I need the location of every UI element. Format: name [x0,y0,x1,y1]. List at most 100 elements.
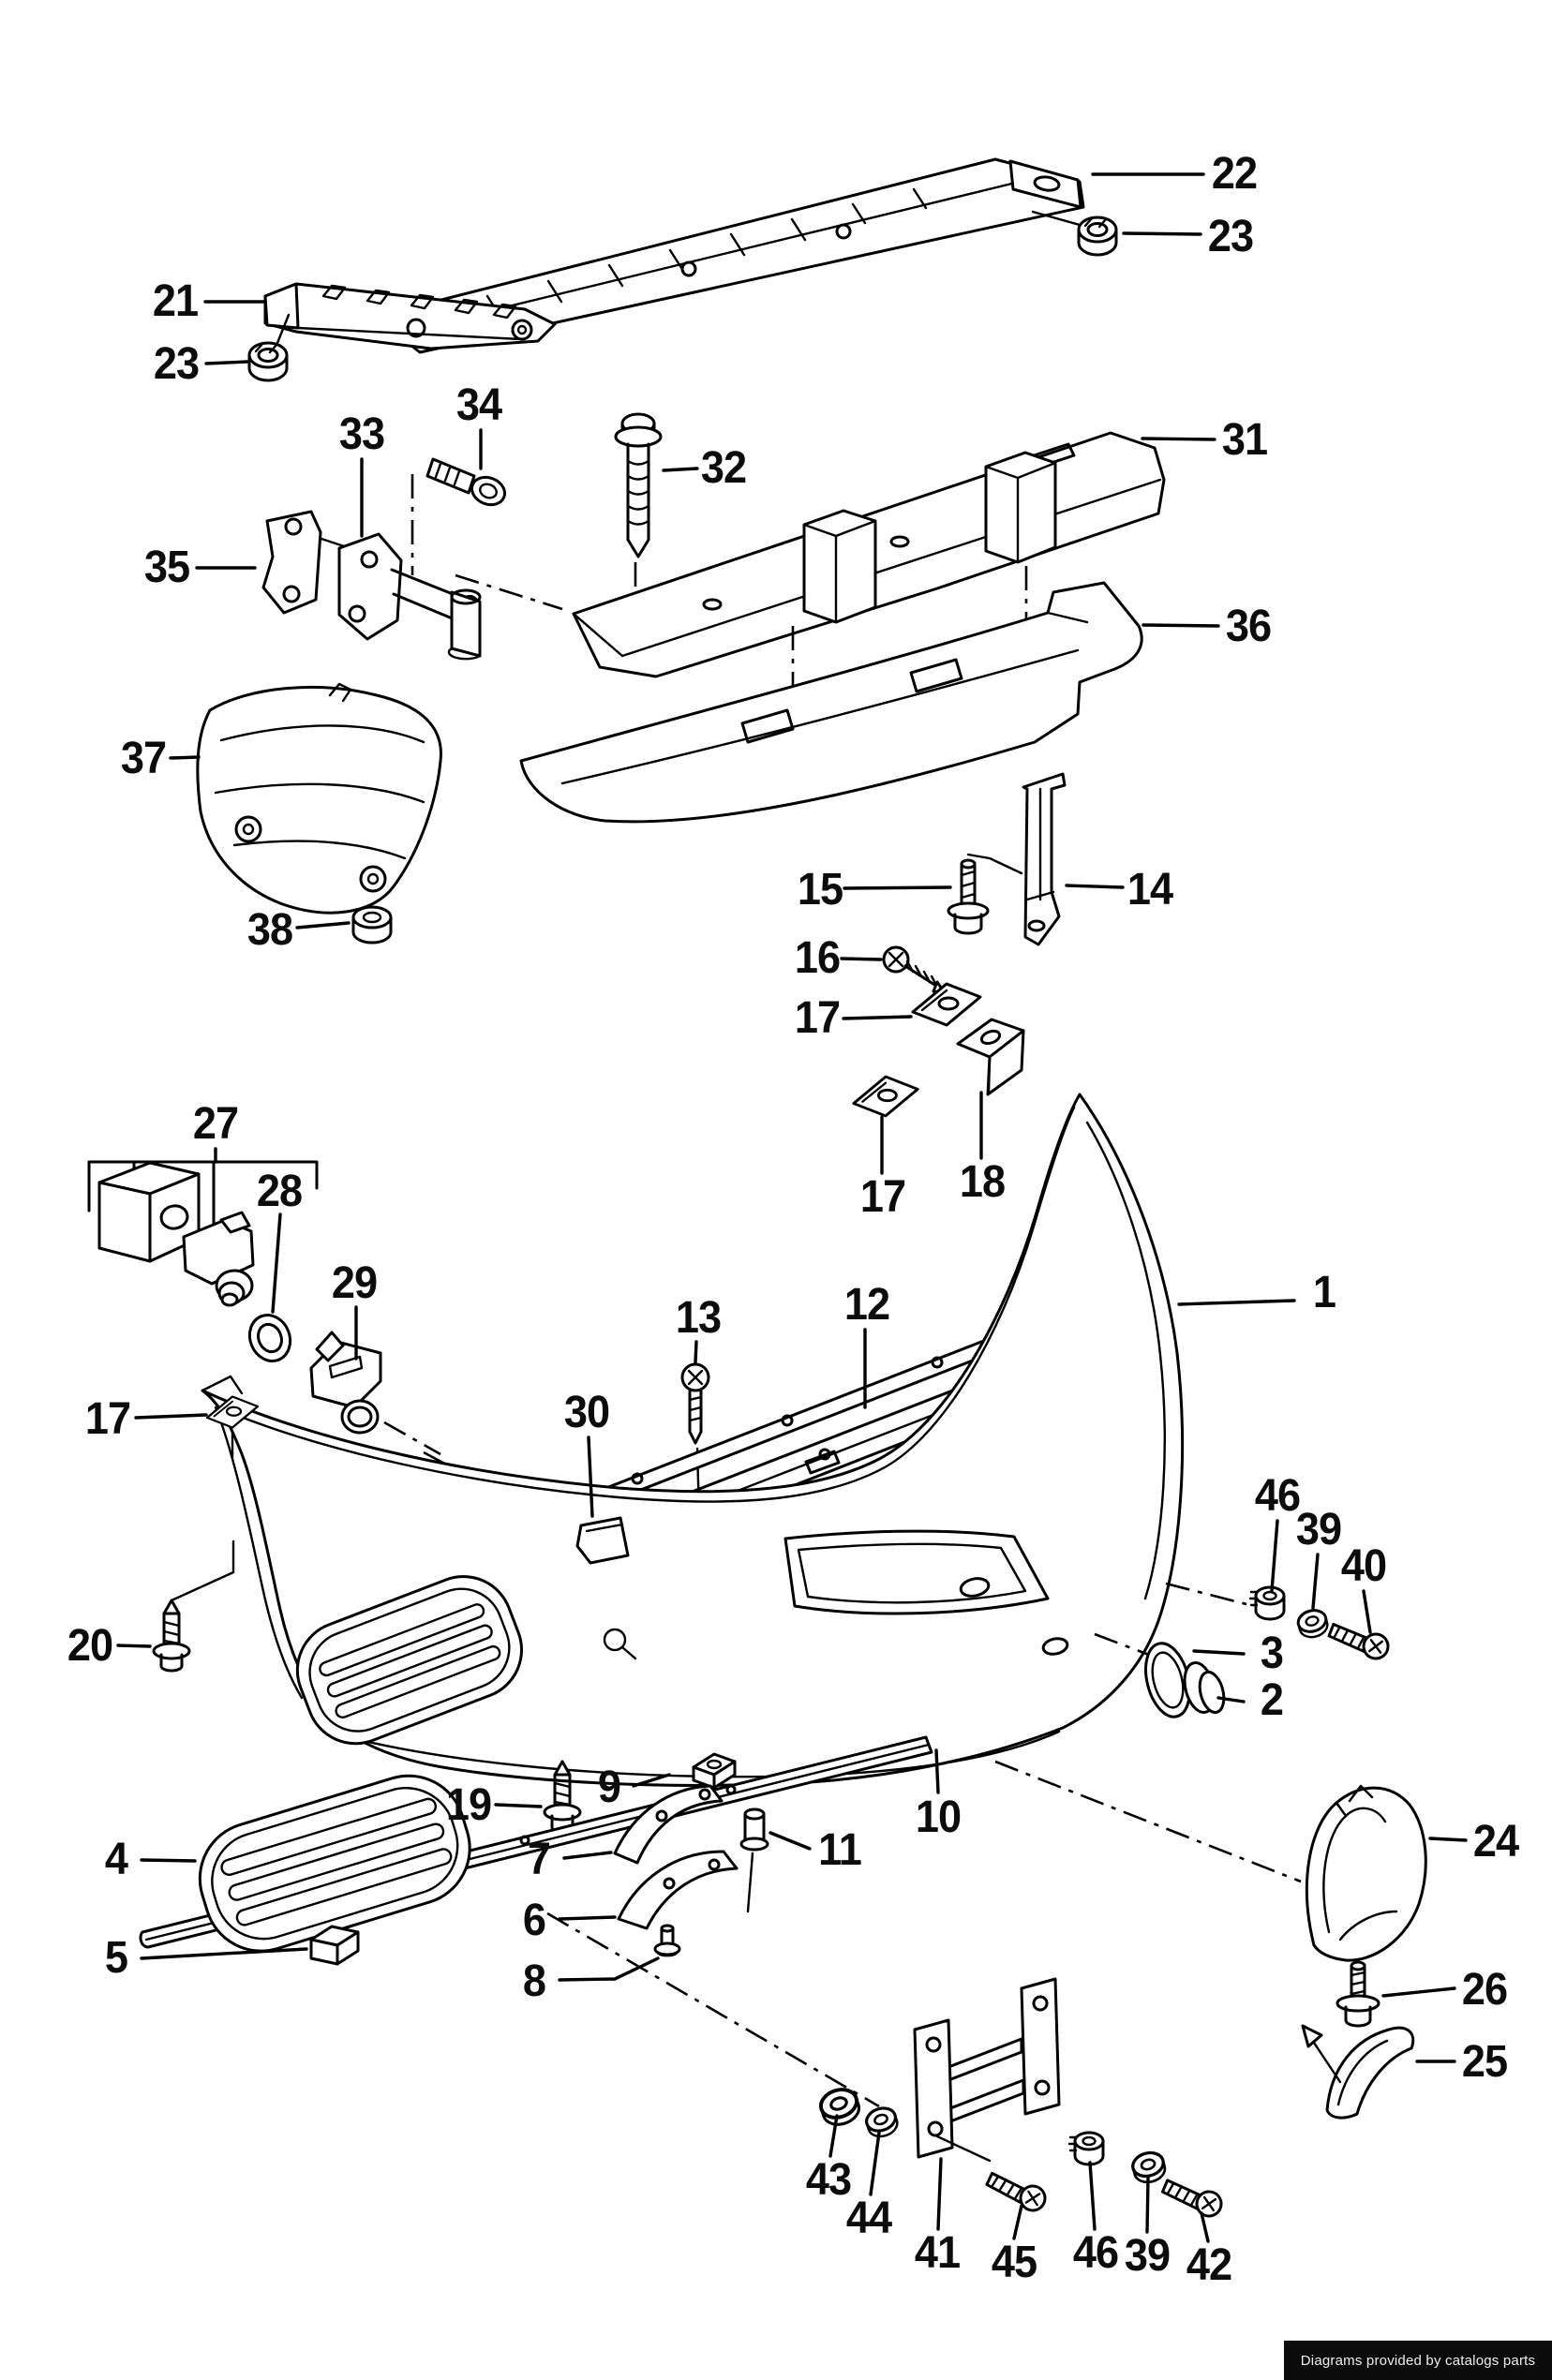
callout-18: 18 [959,1157,1006,1207]
callout-13: 13 [675,1293,722,1343]
alignment-line-41 [546,1911,880,2108]
leader-line-19 [494,1803,543,1808]
attribution-text: Diagrams provided by catalogs parts [1300,2352,1536,2369]
leader-line-38 [295,921,351,930]
leader-line-39 [1145,2176,1150,2234]
callout-46: 46 [1072,2228,1119,2278]
nut-46-upper [1248,1585,1286,1621]
leader-line-32 [662,467,699,472]
leader-line-17 [134,1413,208,1420]
leader-line-17 [842,1015,913,1020]
callout-2: 2 [1260,1675,1284,1725]
callout-41: 41 [914,2228,961,2278]
callout-39: 39 [1295,1505,1342,1554]
alignment-line-24 [994,1760,1302,1883]
callout-10: 10 [915,1792,962,1842]
leader-line-44 [869,2131,881,2196]
callout-8: 8 [522,1956,546,2006]
callout-30: 30 [563,1388,610,1437]
part-reinforcement-bar-31 [572,431,1166,678]
callout-27: 27 [192,1099,239,1149]
alignment-line-33 [455,573,563,611]
leader-line-14 [1065,884,1125,889]
washer-39-upper [1294,1605,1332,1642]
part-bolt-32 [614,412,663,558]
washer-44 [861,2103,903,2142]
leader-line-28 [271,1212,282,1314]
screw-42 [1158,2178,1226,2220]
pointer-11 [746,1852,754,1913]
callout-4: 4 [104,1835,128,1884]
pointer-bracket-to-nut [276,313,291,345]
callout-39: 39 [1124,2231,1171,2281]
part-stud-8 [653,1924,681,1957]
part-bracket-21 [263,282,557,350]
part-sensor-27 [182,1211,255,1307]
leader-line-20 [116,1644,152,1648]
part-clip-18 [956,1018,1025,1096]
part-energy-absorber-36 [519,581,1143,824]
callout-20: 20 [67,1621,113,1671]
pointer-15 [966,853,1023,875]
alignment-lines-right [1094,1582,1247,1657]
callout-5: 5 [104,1933,128,1983]
callout-44: 44 [845,2194,892,2243]
callout-17: 17 [794,993,841,1043]
leader-line-2 [1216,1696,1246,1703]
callout-37: 37 [120,734,167,783]
leader-line-24 [1428,1837,1468,1842]
leader-line-5 [140,1947,308,1960]
pointer-strip-to-nut [1031,210,1082,227]
callout-38: 38 [246,905,293,955]
part-sensor-holder-29 [309,1331,441,1456]
part-bracket-41 [913,1977,1061,2163]
callout-24: 24 [1472,1817,1519,1867]
callout-22: 22 [1211,149,1258,199]
part-bolt-15 [947,858,990,935]
callout-26: 26 [1461,1965,1508,2015]
leader-line-8 [558,1956,660,1982]
callout-15: 15 [797,865,843,915]
callout-17: 17 [84,1394,131,1444]
pointer-20 [170,1540,235,1610]
leader-line-11 [769,1831,812,1851]
part-bracket-14 [1022,772,1067,946]
part-exhaust-cover-24 [1305,1784,1427,1962]
callout-12: 12 [843,1280,890,1330]
callout-11: 11 [818,1825,862,1875]
leader-line-26 [1381,1986,1456,1998]
callout-33: 33 [338,409,385,459]
leader-line-39 [1311,1553,1320,1610]
screw-20 [152,1599,191,1673]
leader-line-40 [1362,1589,1372,1634]
callout-9: 9 [597,1763,621,1812]
leader-line-10 [934,1748,940,1794]
bumper-center-grille [295,1575,524,1746]
part-shield-25 [1301,2024,1415,2120]
part-bumper-cover-1 [201,1093,1185,1787]
leader-line-37 [169,755,201,760]
callout-3: 3 [1260,1629,1284,1678]
callout-25: 25 [1461,2037,1508,2087]
callout-23: 23 [1207,212,1254,261]
callout-46: 46 [1254,1471,1301,1521]
part-clip-30 [575,1516,630,1565]
callout-31: 31 [1221,415,1268,465]
part-rivet-11 [739,1807,769,1852]
leader-line-42 [1200,2211,1210,2243]
callout-17: 17 [859,1172,906,1222]
part-clip-5 [309,1925,360,1966]
part-plate-35 [261,510,322,615]
leader-line-4 [140,1858,197,1863]
nut-23-left [247,341,289,382]
callout-6: 6 [522,1896,546,1945]
part-nut-38 [351,905,393,945]
part-arc-strip-6 [617,1850,739,1930]
callout-42: 42 [1186,2240,1232,2290]
callout-45: 45 [991,2238,1037,2287]
leader-line-6 [558,1915,617,1921]
callout-16: 16 [794,933,841,983]
part-clip-nut-9 [692,1752,737,1790]
